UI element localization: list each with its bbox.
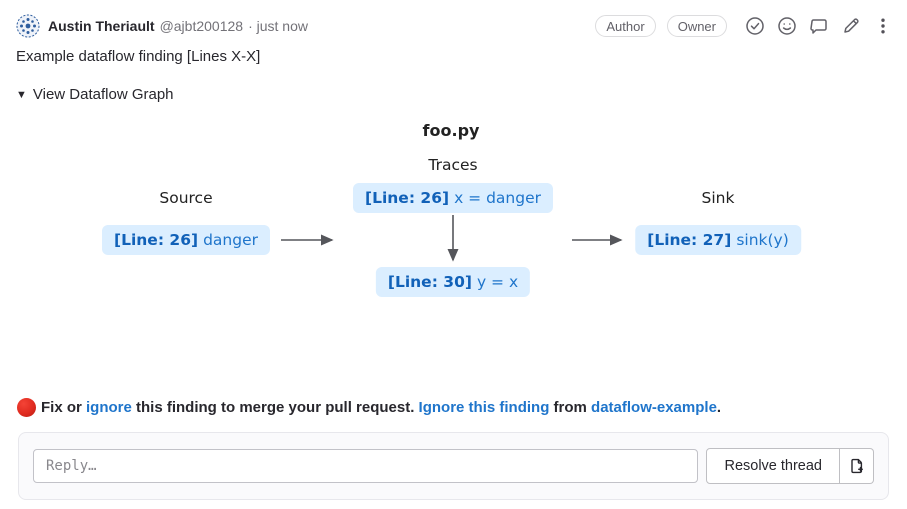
- column-label-sink: Sink: [701, 189, 735, 207]
- add-reaction-icon[interactable]: [777, 16, 797, 36]
- author-badge: Author: [595, 15, 656, 37]
- graph-file-title: foo.py: [422, 121, 480, 140]
- merge-warning: Fix or ignore this finding to merge your…: [17, 398, 893, 417]
- reply-form: Resolve thread: [18, 432, 889, 500]
- trace-1-code: x = danger: [454, 189, 542, 207]
- discussion-comment: Austin Theriault @ajbt200128 · just now …: [16, 14, 907, 417]
- dataflow-graph: foo.py Traces Source Sink [Line: 26] x =…: [16, 110, 907, 310]
- reply-input[interactable]: [33, 449, 699, 483]
- resolve-check-icon[interactable]: [745, 16, 765, 36]
- view-dataflow-graph-toggle[interactable]: ▼ View Dataflow Graph: [16, 86, 893, 103]
- comment-timestamp[interactable]: · just now: [248, 18, 308, 34]
- trace-2-code: y = x: [476, 273, 519, 291]
- warning-text-4: .: [716, 399, 722, 416]
- warning-text: Fix or ignore this finding to merge your…: [41, 399, 721, 416]
- owner-badge: Owner: [666, 15, 727, 37]
- trace-1-line: [Line: 26]: [364, 189, 450, 207]
- trace-2-line: [Line: 30]: [387, 273, 472, 291]
- warning-text-3: from: [549, 399, 592, 416]
- edit-pencil-icon[interactable]: [841, 16, 861, 36]
- sink-line: [Line: 27]: [647, 231, 732, 249]
- red-circle-emoji: [17, 398, 36, 417]
- avatar[interactable]: [16, 14, 40, 38]
- resolve-button-group: Resolve thread: [706, 448, 874, 484]
- finding-title: Example dataflow finding [Lines X-X]: [16, 48, 261, 65]
- comment-header: Austin Theriault @ajbt200128 · just now …: [16, 14, 893, 38]
- source-node: [Line: 26] danger: [102, 225, 270, 255]
- dataflow-example-link[interactable]: dataflow-example: [591, 399, 717, 416]
- warning-text-1: Fix or: [41, 399, 87, 416]
- chevron-down-icon: ▼: [16, 88, 27, 101]
- source-line: [Line: 26]: [114, 231, 199, 249]
- ignore-this-finding-link[interactable]: Ignore this finding: [418, 399, 550, 416]
- sink-code: sink(y): [736, 231, 789, 249]
- author-handle: @ajbt200128: [159, 18, 244, 34]
- column-label-traces: Traces: [428, 156, 478, 174]
- comment-actions: [733, 16, 893, 36]
- sink-node: [Line: 27] sink(y): [635, 225, 801, 255]
- trace-node-1: [Line: 26] x = danger: [352, 183, 554, 213]
- toggle-label: View Dataflow Graph: [32, 86, 174, 103]
- more-actions-icon[interactable]: [873, 16, 893, 36]
- ignore-link[interactable]: ignore: [86, 399, 132, 416]
- create-issue-to-resolve-icon-button[interactable]: [840, 448, 874, 484]
- trace-node-2: [Line: 30] y = x: [375, 267, 531, 297]
- column-label-source: Source: [159, 189, 213, 207]
- source-code: danger: [203, 231, 258, 249]
- author-name[interactable]: Austin Theriault: [48, 18, 155, 34]
- resolve-thread-button[interactable]: Resolve thread: [706, 448, 840, 484]
- flow-arrows: [281, 215, 623, 262]
- comment-icon[interactable]: [809, 16, 829, 36]
- warning-text-2: this finding to merge your pull request.: [131, 399, 419, 416]
